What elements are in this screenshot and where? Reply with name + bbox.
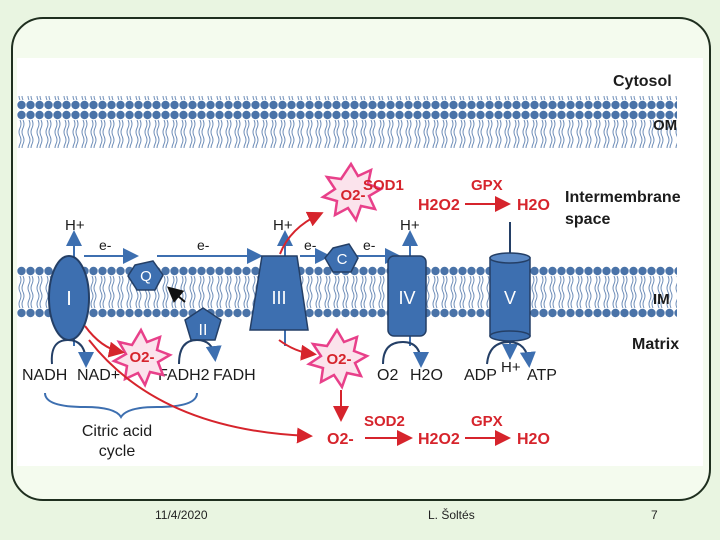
electron-label-3: e- [304,237,317,253]
h2o-ims: H2O [517,197,550,214]
complex-i-label: I [66,288,72,310]
complex-ii [184,307,222,341]
h2o2-ims: H2O2 [418,197,460,214]
electron-label-1: e- [99,237,112,253]
o2-radical-matrix: O2- [327,431,354,448]
label-citric-1: Citric acid [82,423,152,440]
complex-ii-label: II [199,322,208,339]
label-cytosol: Cytosol [613,73,672,90]
label-gpx-matrix: GPX [471,413,503,430]
electron-label-4: e- [363,237,376,253]
hplus-label-iv: H+ [400,217,420,234]
label-sod1: SOD1 [363,177,404,194]
h2o2-matrix: H2O2 [418,431,460,448]
complex-v [489,257,531,337]
o2-radical-ims: O2- [340,187,365,204]
hplus-label-i: H+ [65,217,85,234]
label-fadh2: FADH2 [158,367,210,384]
complex-iv-label: IV [398,288,415,308]
complex-iv [387,255,427,337]
ubiquinone-q [127,260,164,291]
footer-author: L. Šoltés [428,508,475,522]
label-fadh: FADH [213,367,256,384]
q-label: Q [140,268,152,285]
electron-label-2: e- [197,237,210,253]
outer-membrane [17,96,677,148]
electron-transport-chain-diagram: Cytosol OM Intermembrane space IM Matrix… [17,58,703,466]
complex-iii [249,255,309,331]
label-gpx-ims: GPX [471,177,503,194]
superoxide-star-ims [320,161,384,223]
label-o2: O2 [377,367,398,384]
label-sod2: SOD2 [364,413,405,430]
h2o-matrix: H2O [517,431,550,448]
complex-iii-label: III [271,288,286,308]
label-h2o-iv: H2O [410,367,443,384]
label-atp: ATP [527,367,557,384]
label-hplus-v: H+ [501,359,521,376]
o2-radical-complex-i: O2- [129,349,154,366]
label-om: OM [653,117,677,134]
hplus-label-iii: H+ [273,217,293,234]
label-im: IM [653,291,670,308]
label-citric-2: cycle [99,443,136,460]
cytochrome-c [324,243,359,273]
inner-membrane [17,266,677,318]
superoxide-star-complex-iii [306,327,370,390]
label-intermembrane-2: space [565,211,610,228]
footer-date: 11/4/2020 [155,508,208,522]
label-intermembrane-1: Intermembrane [565,189,681,206]
footer-page-number: 7 [651,508,658,522]
label-matrix: Matrix [632,336,679,353]
complex-v-label: V [504,288,516,308]
c-label: C [337,251,348,268]
label-adp: ADP [464,367,497,384]
o2-radical-complex-iii: O2- [326,351,351,368]
label-nadh: NADH [22,367,67,384]
label-nad: NAD+ [77,367,120,384]
